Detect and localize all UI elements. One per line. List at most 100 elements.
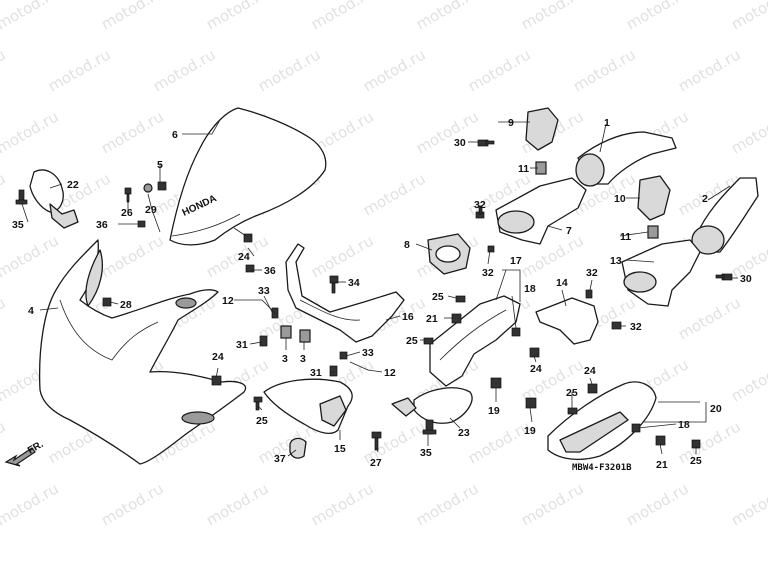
callout-25e: 25 [690, 455, 702, 467]
inner-fairing-14 [535, 297, 599, 345]
inner-fairing-rib [439, 309, 507, 361]
clip-36a [137, 220, 146, 228]
watermark-text: motod.ru [623, 479, 692, 529]
clip-28 [102, 297, 112, 307]
clip-18a [511, 327, 521, 337]
bolt-35a [15, 189, 28, 205]
nut-19b [525, 397, 537, 409]
watermark-text: motod.ru [518, 479, 587, 529]
callout-32c: 32 [586, 267, 598, 279]
cowl-left-duct [85, 249, 103, 307]
mirror [29, 169, 64, 213]
watermark-text: motod.ru [0, 231, 62, 281]
watermark-text: motod.ru [0, 107, 62, 157]
leader-lines [21, 119, 738, 457]
bolt-25b [455, 295, 466, 303]
callout-25b: 25 [432, 291, 444, 303]
watermark-text: motod.ru [98, 479, 167, 529]
bolt-34 [329, 275, 339, 294]
callout-labels: 6 5 22 35 26 29 36 4 24 36 28 12 33 31 3… [12, 117, 752, 471]
bolt-25a [253, 396, 263, 411]
callout-12b: 12 [384, 367, 396, 379]
watermark-text: motod.ru [203, 0, 272, 33]
watermark-text: motod.ru [0, 293, 9, 343]
watermark-text: motod.ru [675, 293, 744, 343]
duct-cover-9 [525, 107, 559, 151]
callout-28: 28 [120, 299, 132, 311]
callout-16: 16 [402, 311, 414, 323]
callout-22: 22 [67, 179, 79, 191]
inner-fairing-17 [429, 295, 521, 387]
watermark-text: motod.ru [0, 45, 9, 95]
indicator-lens [435, 245, 461, 263]
nut-24d [587, 383, 598, 394]
callout-17: 17 [510, 255, 522, 267]
nut-21a [451, 313, 462, 324]
callout-5: 5 [157, 159, 163, 171]
bolt-35b [422, 419, 437, 435]
callout-30b: 30 [740, 273, 752, 285]
windscreen-edge-line [171, 213, 241, 237]
bolt-27 [371, 431, 382, 451]
bolt-30b [715, 273, 733, 281]
watermark-text: motod.ru [308, 0, 377, 33]
front-upper-cowl [39, 239, 247, 465]
watermark-text: motod.ru [413, 107, 482, 157]
callout-35a: 35 [12, 219, 24, 231]
side-cover-trim [559, 411, 629, 453]
front-direction-arrow [4, 447, 36, 467]
callout-27: 27 [370, 457, 382, 469]
watermark-text: motod.ru [728, 479, 768, 529]
upper-cowl-stay [285, 243, 405, 343]
watermark-text: motod.ru [728, 0, 768, 33]
watermark-text: motod.ru [98, 107, 167, 157]
mirror-right-stay [391, 397, 417, 417]
callout-21b: 21 [656, 459, 668, 471]
callout-19b: 19 [524, 425, 536, 437]
watermark-text: motod.ru [0, 0, 62, 33]
watermark-text: motod.ru [0, 417, 9, 467]
bolt-32b [487, 245, 495, 253]
watermark-text: motod.ru [203, 479, 272, 529]
nut-19a [490, 377, 502, 389]
watermark-text: motod.ru [465, 45, 534, 95]
stay-inner-line [299, 299, 361, 321]
inner-cover-brace [319, 395, 347, 427]
watermark-text: motod.ru [150, 45, 219, 95]
callout-36b: 36 [264, 265, 276, 277]
bolt-32d [611, 321, 622, 330]
bolt-30a [477, 139, 495, 147]
nut-24c [529, 347, 540, 358]
watermark-text: motod.ru [255, 45, 324, 95]
callout-26: 26 [121, 207, 133, 219]
watermark-text: motod.ru [675, 45, 744, 95]
cowl-inner-line [59, 299, 159, 361]
clip-36b [245, 264, 255, 273]
diagram-code: MBW4-F3201B [572, 463, 632, 473]
callout-18b: 18 [678, 419, 690, 431]
watermark-text: motod.ru [728, 107, 768, 157]
watermark-text: motod.ru [360, 169, 429, 219]
nut-5 [157, 181, 167, 191]
callout-3a: 3 [282, 353, 288, 365]
callout-31b: 31 [310, 367, 322, 379]
bolt-32c [585, 289, 593, 299]
watermark-text: motod.ru [0, 479, 62, 529]
grommet-3b [299, 329, 311, 343]
watermark-text: motod.ru [98, 0, 167, 33]
watermark-text: motod.ru [45, 45, 114, 95]
watermark-text: motod.ru [360, 45, 429, 95]
callout-25c: 25 [406, 335, 418, 347]
callout-9: 9 [508, 117, 514, 129]
nut-21b [655, 435, 666, 446]
grommet-11b [647, 225, 659, 239]
callout-11a: 11 [518, 163, 529, 175]
callout-11b: 11 [620, 231, 631, 243]
screw-33b [339, 351, 348, 360]
mirror-stay [49, 203, 79, 229]
duct-cover-10 [637, 175, 671, 221]
watermark-text: motod.ru [308, 479, 377, 529]
bolt-25d [567, 407, 578, 415]
callout-32d: 32 [630, 321, 642, 333]
